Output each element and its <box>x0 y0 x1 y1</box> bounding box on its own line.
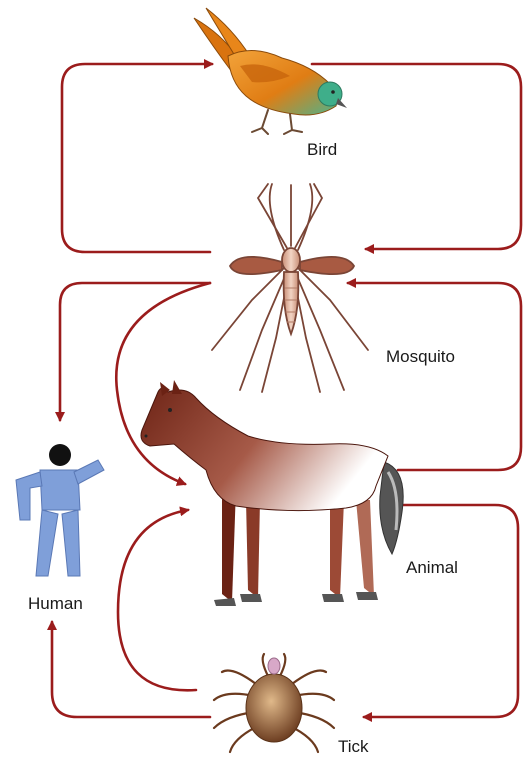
mosquito-icon <box>212 184 368 392</box>
label-human: Human <box>28 594 83 614</box>
label-animal: Animal <box>406 558 458 578</box>
arrow-tick-to-human <box>52 622 210 717</box>
arrow-mosquito-to-bird <box>62 64 212 252</box>
label-tick: Tick <box>338 737 369 757</box>
tick-icon <box>214 654 334 752</box>
arrow-tick-to-animal <box>118 510 196 690</box>
horse-icon <box>141 380 403 606</box>
label-bird: Bird <box>307 140 337 160</box>
arrow-animal-to-mosquito <box>348 283 521 470</box>
arrow-bird-to-mosquito <box>312 64 521 249</box>
bird-icon <box>194 8 347 134</box>
human-icon <box>16 444 104 576</box>
label-mosquito: Mosquito <box>386 347 455 367</box>
